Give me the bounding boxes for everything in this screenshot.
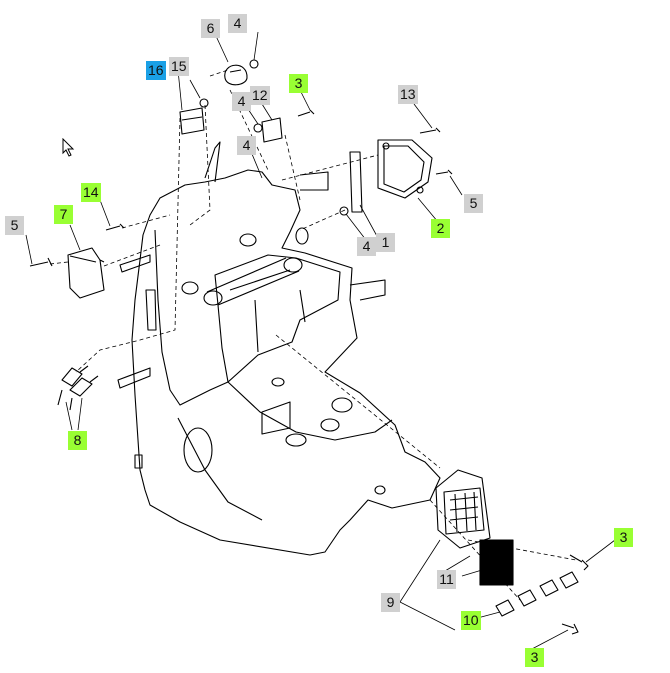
- bolt-3b: [569, 554, 589, 571]
- callout-6: 6: [201, 19, 220, 38]
- hole: [183, 427, 213, 473]
- leader-dashed: [189, 104, 211, 226]
- tube-end: [203, 290, 223, 306]
- leader-dashed: [281, 154, 379, 231]
- hole: [320, 418, 340, 432]
- callout-3c: 3: [525, 648, 544, 667]
- bolt-5b: [435, 169, 453, 175]
- bracket-1: [349, 151, 363, 213]
- nut-4a: [249, 59, 259, 69]
- leader-dashed: [49, 244, 161, 267]
- callout-5: 5: [5, 216, 24, 235]
- frame-plate: [131, 169, 441, 556]
- nut-4d: [339, 206, 349, 216]
- hole: [374, 485, 386, 495]
- leader-dashed: [121, 214, 171, 229]
- callout-1: 1: [376, 233, 395, 252]
- callout-10: 10: [461, 611, 481, 630]
- callout-5b: 5: [464, 194, 483, 213]
- connector-8: [57, 365, 99, 411]
- mouse-pointer-icon: [62, 138, 75, 157]
- fuse-grid: [449, 491, 479, 533]
- ecu-mount: [382, 142, 390, 150]
- callout-2: 2: [431, 219, 450, 238]
- ecu-mount: [416, 186, 424, 194]
- bolt-3a: [297, 109, 315, 117]
- leader-dashed: [275, 334, 577, 601]
- callout-14: 14: [81, 183, 101, 202]
- hole: [239, 233, 257, 247]
- hole: [295, 227, 309, 245]
- tube: [206, 257, 300, 306]
- callout-4c: 4: [237, 136, 256, 155]
- callout-4: 4: [228, 14, 247, 33]
- tube-end-b: [283, 257, 303, 273]
- callout-13: 13: [398, 85, 418, 104]
- mount-bracket: [214, 254, 386, 383]
- hole: [285, 433, 307, 447]
- clamp-6: [224, 64, 248, 86]
- callout-9: 9: [381, 593, 400, 612]
- leader-dashed: [284, 134, 301, 201]
- leader-line: [25, 31, 616, 651]
- hole: [181, 281, 199, 295]
- nut-4b: [253, 123, 263, 133]
- nut-16: [199, 98, 209, 108]
- relay-12: [261, 117, 283, 143]
- fuse-10: [495, 571, 579, 617]
- callout-8: 8: [68, 431, 87, 450]
- callout-4d: 4: [357, 237, 376, 256]
- callout-15: 15: [169, 57, 189, 76]
- bolt-5a: [29, 257, 53, 267]
- callout-11: 11: [437, 570, 456, 589]
- callout-16: 16: [146, 61, 166, 80]
- bolt-13: [419, 127, 441, 134]
- callout-7: 7: [54, 205, 73, 224]
- tab-top: [204, 141, 329, 191]
- decal-11: [479, 539, 514, 586]
- fusebox-9: [435, 469, 491, 549]
- frame-inner-fold: [154, 229, 393, 521]
- leader-dashed: [75, 117, 181, 373]
- callout-4b: 4: [232, 92, 251, 111]
- hole: [331, 397, 353, 413]
- module-7: [67, 247, 105, 299]
- callout-12: 12: [250, 86, 270, 105]
- bolt-14: [105, 223, 125, 231]
- hole: [271, 377, 285, 387]
- relay-15: [179, 107, 205, 135]
- tab: [117, 254, 291, 469]
- callout-3: 3: [289, 74, 308, 93]
- ecu-2: [377, 139, 433, 199]
- callout-3b: 3: [614, 528, 633, 547]
- bolt-3c: [561, 623, 579, 635]
